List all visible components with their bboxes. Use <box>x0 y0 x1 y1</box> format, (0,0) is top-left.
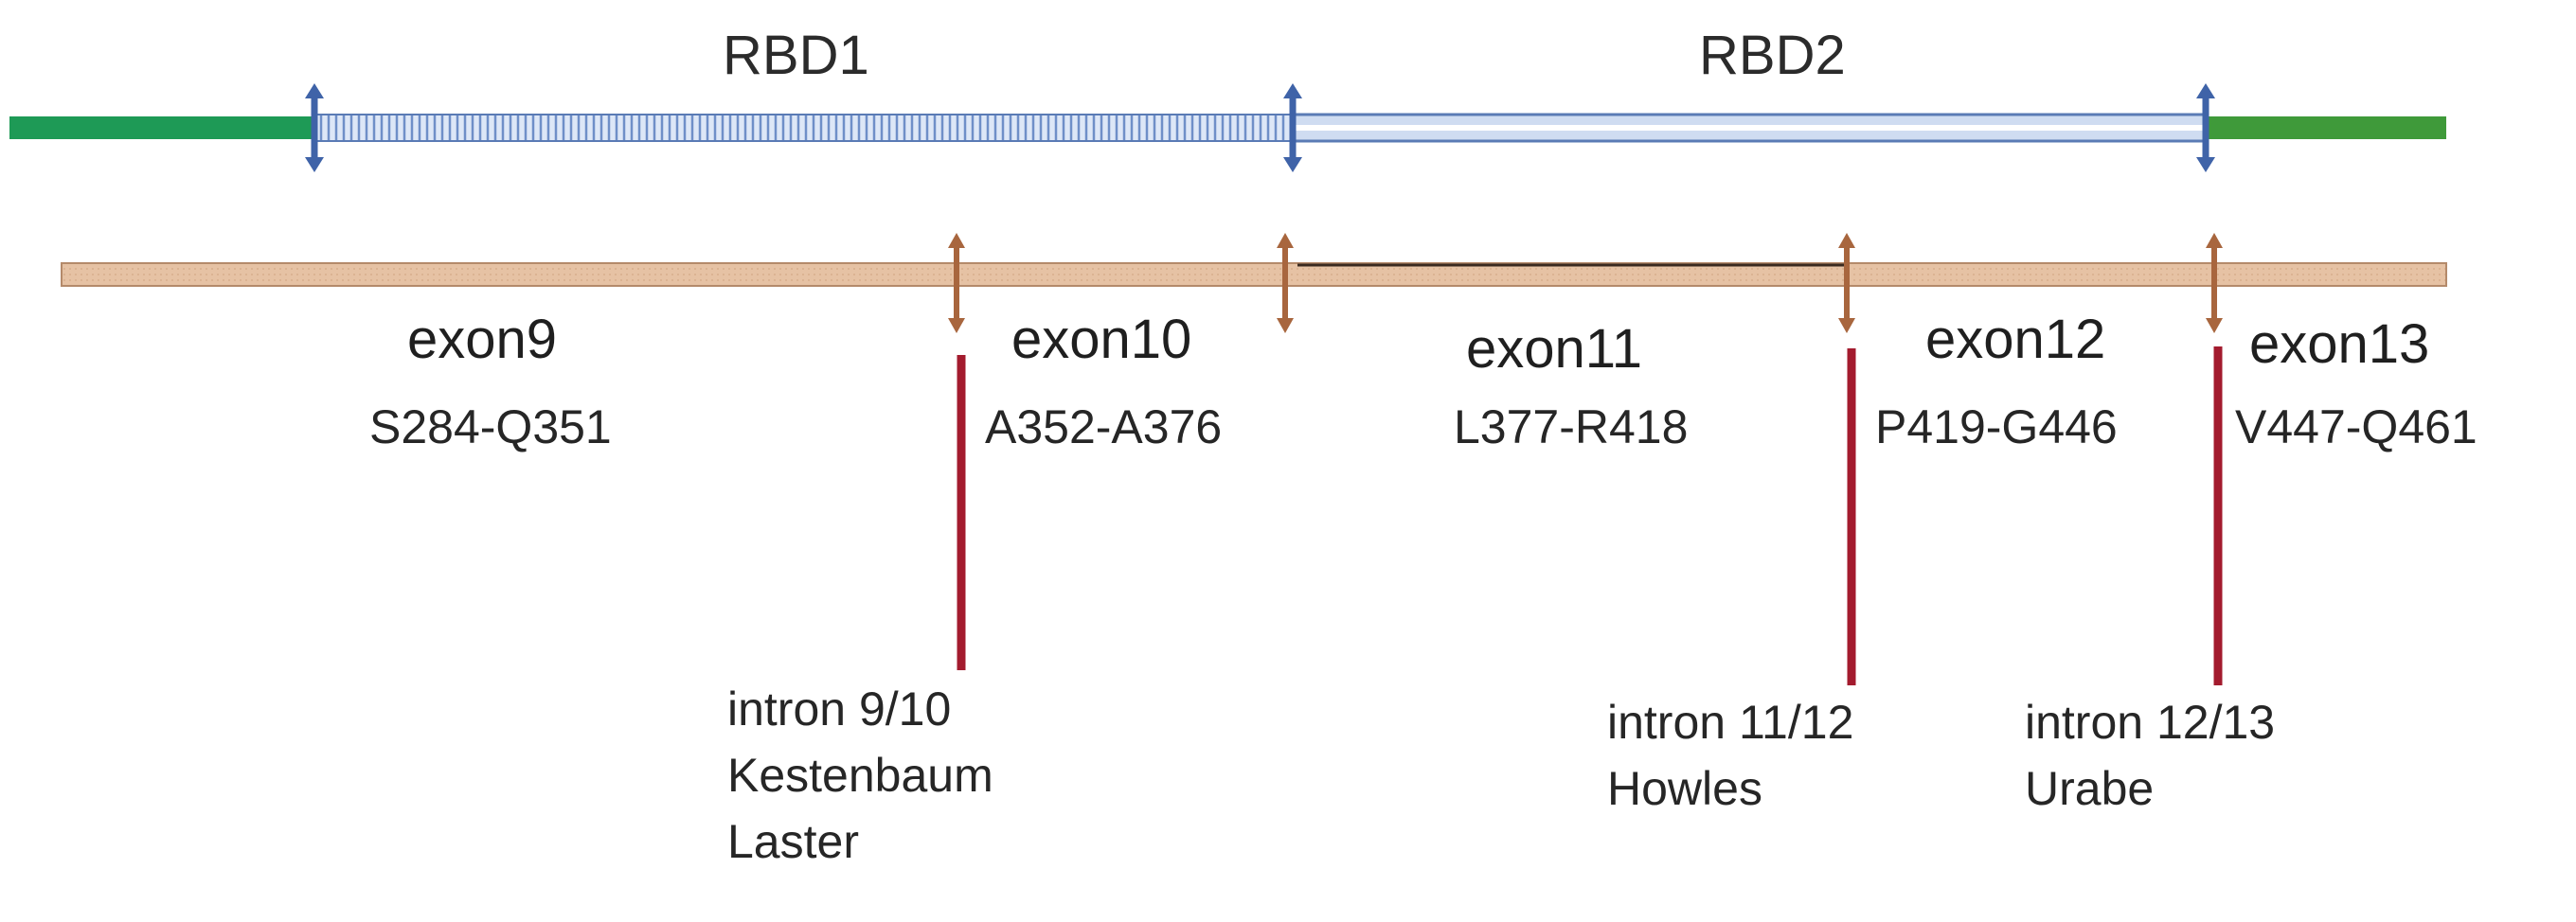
intron-9-10-title: intron 9/10 <box>727 683 952 736</box>
intron-11-12-title: intron 11/12 <box>1607 696 1854 749</box>
exon12-name: exon12 <box>1925 309 2106 370</box>
exon-boundary-arrow-icon <box>1277 233 1294 333</box>
exon10-range: A352-A376 <box>985 400 1223 453</box>
intron-11-12-author: Howles <box>1607 762 1762 815</box>
exon9-name: exon9 <box>407 309 558 370</box>
domain-boundary-arrow-icon <box>2196 83 2215 172</box>
exon-boundary-arrow-icon <box>1838 233 1855 333</box>
domain-bar <box>9 113 2446 143</box>
intron-9-10-label: intron 9/10 Kestenbaum Laster <box>727 676 993 875</box>
exon-boundary-arrow-icon <box>948 233 965 333</box>
exon11-name: exon11 <box>1466 318 1642 380</box>
domain-boundary-markers <box>305 83 2215 172</box>
intron-9-10-author: Laster <box>727 815 859 868</box>
intron-12-13-author: Urabe <box>2025 762 2155 815</box>
exon-bar <box>61 262 2447 287</box>
intron-12-13-label: intron 12/13 Urabe <box>2025 689 2275 822</box>
rbd1-label: RBD1 <box>723 25 869 86</box>
exon10-name: exon10 <box>1011 309 1192 370</box>
c-terminal-flank <box>2206 116 2446 139</box>
intron-11-12-label: intron 11/12 Howles <box>1607 689 1853 822</box>
domain-boundary-arrow-icon <box>305 83 324 172</box>
rbd2-label: RBD2 <box>1699 25 1846 86</box>
exon13-range: V447-Q461 <box>2235 400 2478 453</box>
intron-lines <box>957 346 2223 685</box>
intron-9-10-author: Kestenbaum <box>727 749 993 802</box>
n-terminal-flank <box>9 116 314 139</box>
intron-12-13-title: intron 12/13 <box>2025 696 2276 749</box>
exon12-range: P419-G446 <box>1875 400 2118 453</box>
exon-boundary-markers <box>948 233 2223 333</box>
rbd1-segment <box>313 114 1294 142</box>
exon11-range: L377-R418 <box>1454 400 1689 453</box>
exon-boundary-arrow-icon <box>2206 233 2223 333</box>
exon13-name: exon13 <box>2249 313 2430 375</box>
domain-boundary-arrow-icon <box>1283 83 1302 172</box>
exon9-range: S284-Q351 <box>369 400 612 453</box>
